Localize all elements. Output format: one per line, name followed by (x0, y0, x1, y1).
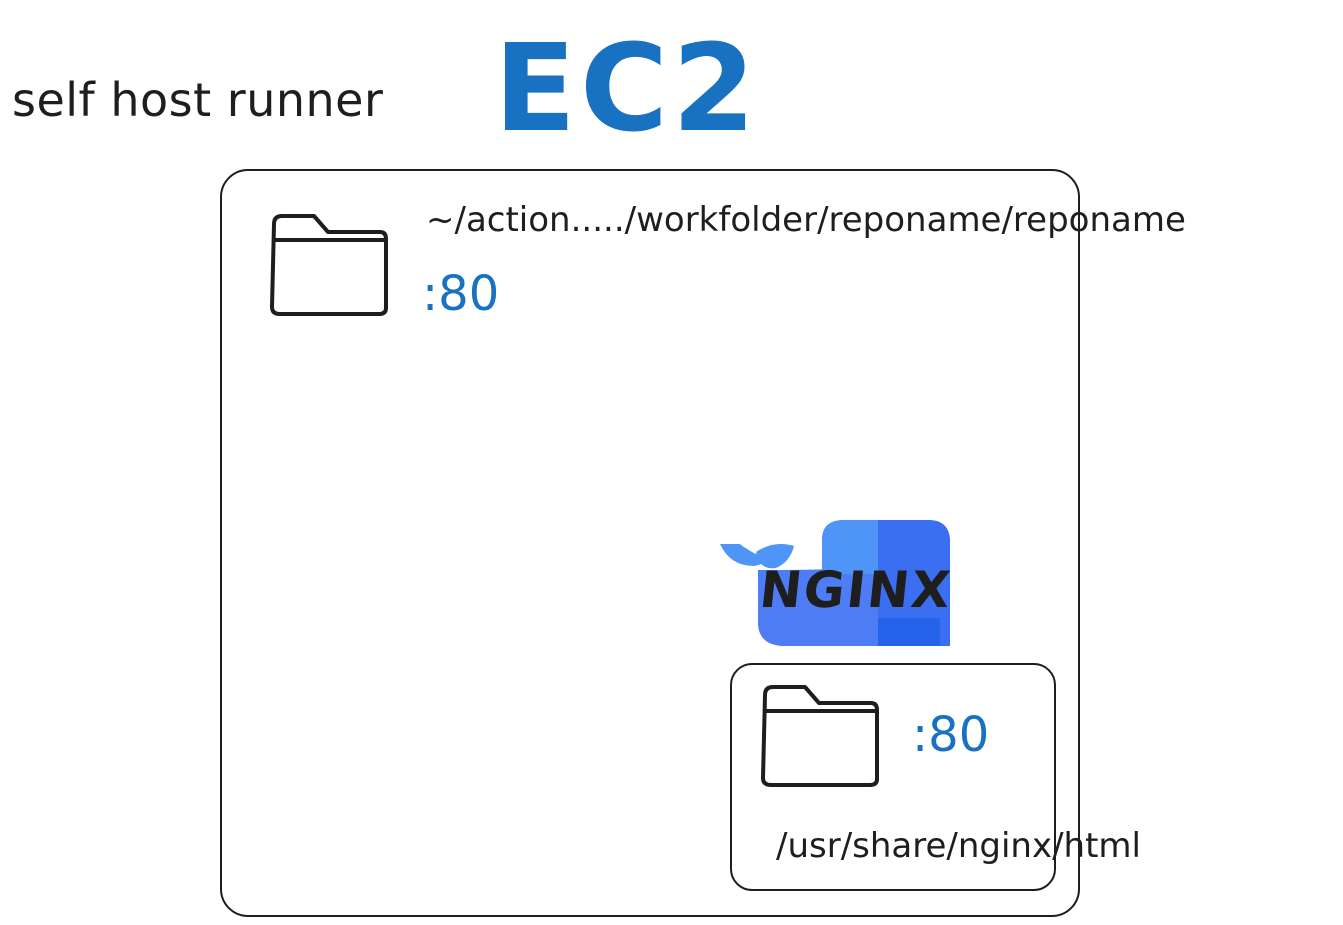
folder-icon (270, 214, 388, 316)
folder-icon (761, 685, 879, 787)
nginx-label: NGINX (756, 561, 955, 619)
ec2-title: EC2 (494, 20, 760, 159)
runner-title: self host runner (12, 73, 384, 127)
docker-whale-icon (720, 520, 950, 646)
ec2-host-box (220, 169, 1080, 917)
container-port-label: :80 (912, 707, 990, 763)
nginx-container-box (730, 663, 1056, 891)
host-port-label: :80 (422, 266, 500, 322)
container-path-label: /usr/share/nginx/html (776, 826, 1142, 866)
host-path-label: ~/action...../workfolder/reponame/repona… (426, 200, 1186, 240)
